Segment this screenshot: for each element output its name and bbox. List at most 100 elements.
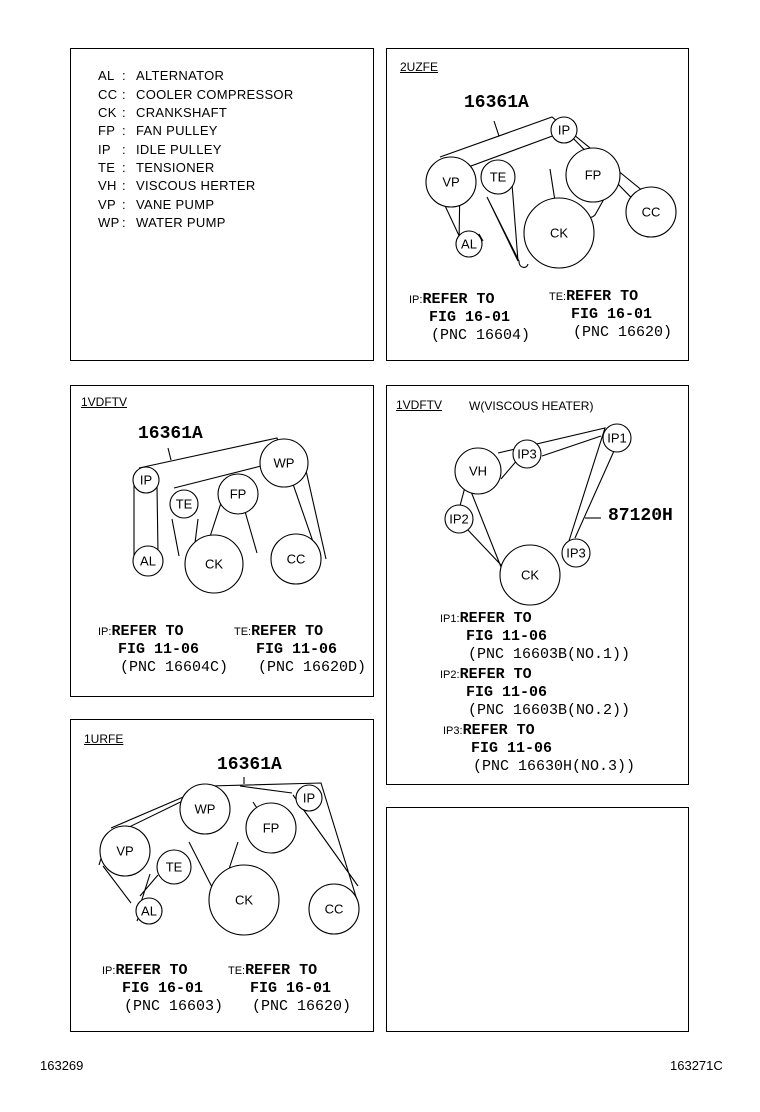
- reference-note: IP3:REFER TO FIG 11-06 (PNC 16630H(NO.3)…: [443, 722, 636, 775]
- pulley-vp: [99, 825, 151, 877]
- pulley-label: CK: [550, 226, 568, 241]
- legend-panel: AL:ALTERNATOR CC:COOLER COMPRESSOR CK:CR…: [70, 48, 374, 361]
- pulley-label: FP: [585, 168, 602, 183]
- legend-name: TENSIONER: [136, 160, 215, 175]
- engine-code: 1URFE: [84, 732, 124, 746]
- part-number: 16361A: [464, 93, 529, 113]
- pulley-fp: [217, 473, 259, 515]
- reference-note: IP2:REFER TO FIG 11-06 (PNC 16603B(NO.2)…: [440, 666, 631, 719]
- reference-note: IP1:REFER TO FIG 11-06 (PNC 16603B(NO.1)…: [440, 610, 631, 663]
- engine-code: 1VDFTV: [396, 398, 443, 412]
- belt-diagram: IP WP FP VP TE CK AL CC: [98, 777, 360, 936]
- pulley-label: FP: [263, 821, 280, 836]
- pulley-ip3: [512, 439, 542, 469]
- belt-diagram: IP1 IP3 VH IP2 IP3 CK: [444, 423, 632, 606]
- pulley-label: VH: [469, 464, 487, 479]
- pulley-label: FP: [230, 487, 247, 502]
- reference-note: TE:REFER TO FIG 11-06 (PNC 16620D): [234, 623, 367, 676]
- part-number: 87120H: [608, 506, 673, 526]
- pulley-te: [169, 489, 199, 519]
- pulley-label: IP1: [607, 431, 627, 446]
- reference-note: TE:REFER TO FIG 16-01 (PNC 16620): [228, 962, 352, 1015]
- pulley-label: VP: [442, 175, 459, 190]
- pulley-ip: [295, 784, 323, 812]
- footer-figure-number-right: 163271C: [670, 1058, 723, 1073]
- pulley-label: AL: [141, 904, 157, 919]
- pulley-te: [156, 849, 192, 885]
- pulley-fp: [245, 802, 297, 854]
- legend-abbr: FP: [98, 123, 116, 138]
- pulley-label: AL: [140, 554, 156, 569]
- legend-name: ALTERNATOR: [136, 68, 225, 83]
- pulley-vh: [454, 447, 502, 495]
- pulley-wp: [179, 783, 231, 835]
- pulley-label: IP3: [566, 546, 586, 561]
- reference-note: IP:REFER TO FIG 16-01 (PNC 16604): [409, 291, 531, 344]
- legend-name: WATER PUMP: [136, 215, 226, 230]
- pulley-label: VP: [116, 844, 133, 859]
- legend-abbr: CK: [98, 105, 117, 120]
- pulley-label: CC: [287, 552, 306, 567]
- reference-note: IP:REFER TO FIG 16-01 (PNC 16603): [102, 962, 224, 1015]
- pulley-label: CK: [235, 893, 253, 908]
- belt-diagram: WP IP TE FP AL CK CC: [132, 437, 327, 594]
- panel-1vdftv: 1VDFTV 16361A WP IP TE FP AL CK CC IP:RE…: [70, 385, 374, 697]
- pulley-label: IP2: [449, 512, 469, 527]
- pulley-al: [135, 897, 163, 925]
- pulley-ip: [550, 116, 578, 144]
- legend-name: FAN PULLEY: [136, 123, 218, 138]
- legend-name: CRANKSHAFT: [136, 105, 228, 120]
- pulley-ip2: [444, 504, 474, 534]
- pulley-ip: [132, 466, 160, 494]
- pulley-al: [455, 230, 483, 258]
- reference-note: TE:REFER TO FIG 16-01 (PNC 16620): [549, 288, 673, 341]
- legend-abbr: TE: [98, 160, 116, 175]
- belt-diagram: IP VP TE FP CC AL CK: [425, 116, 677, 269]
- pulley-label: TE: [166, 860, 183, 875]
- pulley-label: AL: [461, 237, 477, 252]
- pulley-label: WP: [195, 802, 216, 817]
- pulley-label: IP: [558, 123, 570, 138]
- pulley-ck: [523, 197, 595, 269]
- legend-abbr: VH: [98, 178, 117, 193]
- pulley-cc: [308, 883, 360, 935]
- pulley-label: CC: [642, 205, 661, 220]
- pulley-label: CK: [205, 557, 223, 572]
- pulley-cc: [625, 186, 677, 238]
- pulley-ip3-lower: [561, 538, 591, 568]
- variant-subtitle: W(VISCOUS HEATER): [469, 399, 594, 413]
- pulley-ck: [208, 864, 280, 936]
- pulley-label: TE: [490, 170, 507, 185]
- panel-1urfe: 1URFE 16361A IP WP FP VP TE CK AL CC IP:…: [70, 719, 374, 1032]
- pulley-label: IP3: [517, 447, 537, 462]
- panel-2uzfe: 2UZFE 16361A IP VP TE FP CC AL CK IP:REF…: [386, 48, 689, 361]
- legend-abbr: CC: [98, 87, 118, 102]
- pulley-wp: [259, 438, 309, 488]
- legend-abbr: VP: [98, 197, 116, 212]
- legend-name: VISCOUS HERTER: [136, 178, 256, 193]
- panel-1vdftv-viscous-heater: 1VDFTV W(VISCOUS HEATER) 87120H IP1 IP3 …: [386, 385, 689, 785]
- legend-abbr: IP: [98, 142, 111, 157]
- part-number: 16361A: [217, 755, 282, 775]
- part-number: 16361A: [138, 424, 203, 444]
- pulley-ck: [184, 534, 244, 594]
- pulley-label: TE: [176, 497, 193, 512]
- legend-abbr: WP: [98, 215, 120, 230]
- legend-abbr: AL: [98, 68, 115, 83]
- pulley-label: CC: [325, 902, 344, 917]
- pulley-ck: [499, 544, 561, 606]
- legend-name: IDLE PULLEY: [136, 142, 222, 157]
- footer-figure-number-left: 163269: [40, 1058, 84, 1073]
- pulley-label: IP: [303, 791, 315, 806]
- pulley-label: CK: [521, 568, 539, 583]
- legend-name: VANE PUMP: [136, 197, 215, 212]
- legend-name: COOLER COMPRESSOR: [136, 87, 294, 102]
- pulley-cc: [270, 533, 322, 585]
- pulley-label: IP: [140, 473, 152, 488]
- pulley-vp: [425, 156, 477, 208]
- pulley-te: [480, 159, 516, 195]
- empty-panel: [386, 807, 689, 1032]
- pulley-fp: [565, 147, 621, 203]
- engine-code: 2UZFE: [400, 60, 439, 74]
- reference-note: IP:REFER TO FIG 11-06 (PNC 16604C): [98, 623, 229, 676]
